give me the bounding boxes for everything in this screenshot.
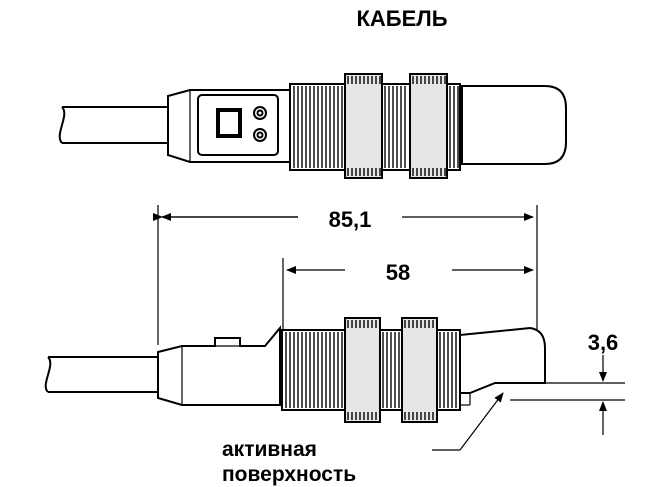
dimension-total-label: 85,1: [329, 207, 372, 232]
side-nut-right: [401, 317, 438, 423]
side-nut-left: [344, 317, 381, 423]
top-cable: [58, 106, 168, 144]
side-cable: [44, 356, 158, 393]
dimension-thread: 58: [282, 258, 534, 330]
active-surface-leader: [432, 392, 504, 451]
top-nut-knurling: [347, 76, 446, 176]
led-indicator-top: [253, 106, 267, 120]
side-threads: [285, 332, 457, 408]
side-nut-knurling: [347, 320, 434, 420]
dimension-thread-label: 58: [386, 260, 410, 285]
active-surface-label-line1: активная: [222, 438, 317, 461]
led-indicator-bottom: [253, 128, 267, 142]
top-view: [58, 73, 567, 179]
top-threads: [293, 86, 459, 168]
top-nut-right: [409, 73, 448, 179]
active-surface-label-line2: поверхность: [222, 463, 356, 486]
dimension-offset-label: 3,6: [588, 330, 619, 355]
drawing-title: КАБЕЛЬ: [356, 6, 447, 31]
top-nut-left: [344, 73, 383, 179]
side-view: [44, 317, 546, 423]
top-front-cap: [461, 85, 567, 165]
dimension-offset: 3,6: [510, 330, 625, 435]
side-rear-housing: [157, 325, 281, 406]
side-sensing-head: [459, 326, 546, 394]
dimension-total: 85,1: [153, 205, 538, 345]
